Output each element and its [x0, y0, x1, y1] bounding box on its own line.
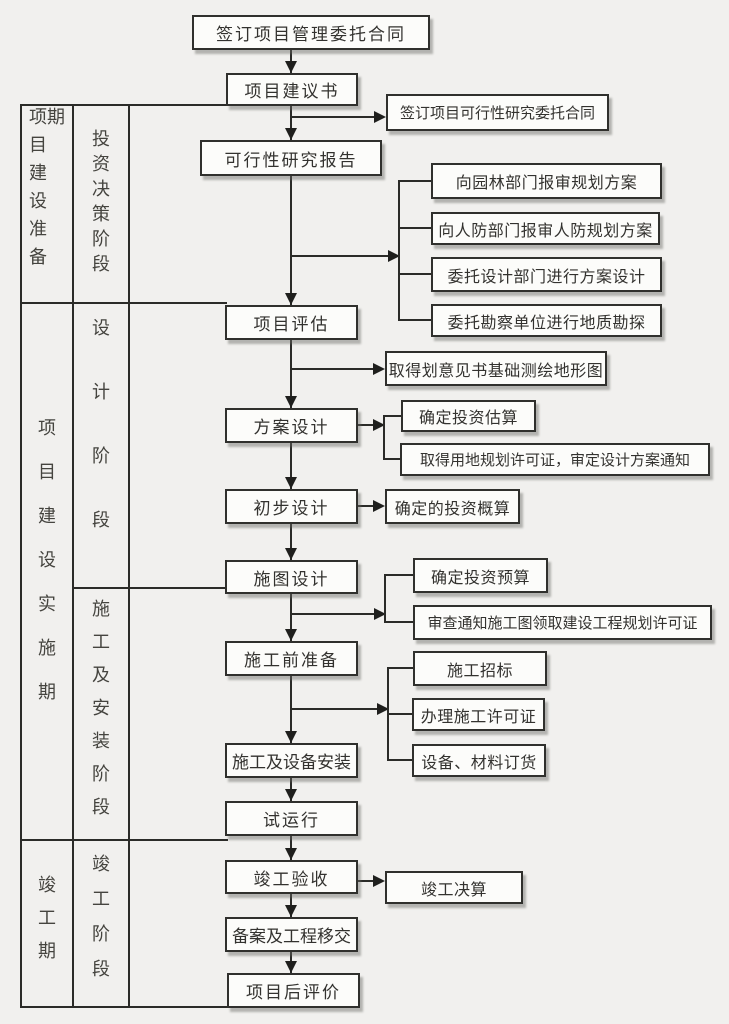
side-box-drawing-review-permit: 审查通知施工图领取建设工程规划许可证 [413, 605, 712, 640]
phase-label: 竣工期 [36, 874, 56, 974]
phase-label: 设计阶段 [90, 317, 110, 574]
arrow-down-icon [285, 848, 297, 860]
arrow-down-icon [285, 961, 297, 973]
side-box-report-civil-defense: 向人防部门报审人防规划方案 [431, 212, 660, 245]
phase-stage-design: 设计阶段 [74, 305, 126, 586]
table-border-line [20, 104, 228, 106]
side-box-investment-budget: 确定投资预算 [413, 558, 548, 593]
flow-step-post-project-evaluation: 项目后评价 [227, 973, 360, 1008]
phase-period-implementation: 项目建设实施期 [22, 305, 70, 838]
flow-step-filing-and-handover: 备案及工程移交 [225, 917, 358, 952]
table-border-line [20, 302, 227, 304]
connector-line [290, 176, 292, 305]
flow-step-construction-and-equipment-installation: 施工及设备安装 [225, 743, 358, 778]
side-box-final-accounts: 竣工决算 [385, 871, 523, 904]
connector-line [387, 667, 413, 669]
arrow-right-icon [373, 500, 385, 512]
connector-line [398, 273, 431, 275]
side-box-construction-permit: 办理施工许可证 [412, 698, 545, 731]
arrow-down-icon [285, 293, 297, 305]
phase-label: 项目建设准备期 [27, 107, 65, 275]
flow-step-pre-construction-preparation: 施工前准备 [225, 641, 358, 676]
phase-label: 施工及安装阶段 [90, 598, 110, 830]
table-border-line [72, 587, 228, 589]
connector-line [357, 880, 375, 882]
phase-stage-completion: 竣工阶段 [74, 842, 126, 1006]
arrow-down-icon [285, 128, 297, 140]
connector-line [290, 594, 292, 641]
arrow-down-icon [285, 731, 297, 743]
arrow-down-icon [285, 905, 297, 917]
connector-line [291, 613, 376, 615]
table-border-line [20, 105, 22, 1008]
flow-step-trial-run: 试运行 [225, 801, 358, 836]
table-border-line [128, 105, 130, 1008]
connector-line [383, 458, 402, 460]
flow-step-completion-acceptance: 竣工验收 [225, 860, 358, 894]
table-border-line [20, 1006, 227, 1008]
flow-step-scheme-design: 方案设计 [225, 408, 358, 443]
flow-step-project-evaluation: 项目评估 [225, 305, 358, 340]
side-box-investment-estimate: 确定投资估算 [401, 400, 536, 432]
phase-stage-construction-installation: 施工及安装阶段 [74, 590, 126, 838]
connector-line [398, 319, 431, 321]
connector-line [290, 106, 292, 140]
phase-label: 项目建设实施期 [36, 417, 56, 726]
phase-period-completion: 竣工期 [22, 842, 70, 1006]
arrow-right-icon [388, 250, 400, 262]
connector-line [387, 759, 413, 761]
connector-line [383, 415, 385, 460]
arrow-down-icon [285, 61, 297, 73]
phase-label: 竣工阶段 [90, 854, 110, 994]
table-border-line [20, 839, 228, 841]
connector-line [290, 340, 292, 408]
connector-line [383, 415, 402, 417]
arrow-right-icon [374, 111, 386, 123]
side-box-report-garden-dept: 向园林部门报审规划方案 [431, 163, 662, 199]
phase-period-preparation: 项目建设准备期 [22, 107, 70, 301]
flow-step-sign-management-contract: 签订项目管理委托合同 [192, 15, 430, 50]
connector-line [384, 574, 413, 576]
connector-line [398, 227, 431, 229]
side-box-investment-rough-budget: 确定的投资概算 [385, 489, 520, 524]
arrow-right-icon [373, 419, 385, 431]
flow-step-feasibility-study-report: 可行性研究报告 [200, 140, 382, 176]
arrow-down-icon [285, 396, 297, 408]
arrow-down-icon [285, 789, 297, 801]
connector-line [291, 255, 390, 257]
flow-step-project-proposal: 项目建议书 [226, 73, 358, 106]
side-box-land-planning-permit: 取得用地规划许可证，审定设计方案通知 [400, 443, 710, 476]
connector-line [290, 443, 292, 489]
connector-line [387, 713, 413, 715]
phase-label: 投资决策阶段 [90, 129, 110, 279]
flow-step-construction-drawing-design: 施图设计 [225, 560, 358, 594]
arrow-right-icon [374, 608, 386, 620]
arrow-down-icon [285, 548, 297, 560]
connector-line [398, 180, 400, 321]
side-box-construction-bidding: 施工招标 [413, 651, 547, 686]
side-box-entrust-survey-unit: 委托勘察单位进行地质勘探 [431, 304, 662, 337]
connector-line [291, 116, 376, 118]
connector-line [384, 621, 413, 623]
side-box-sign-feasibility-contract: 签订项目可行性研究委托合同 [386, 94, 609, 131]
connector-line [290, 524, 292, 560]
connector-line [357, 505, 375, 507]
connector-line [398, 180, 431, 182]
arrow-down-icon [285, 477, 297, 489]
connector-line [357, 424, 375, 426]
connector-line [291, 708, 379, 710]
arrow-right-icon [373, 875, 385, 887]
side-box-entrust-design-dept: 委托设计部门进行方案设计 [431, 257, 662, 292]
connector-line [291, 368, 375, 370]
side-box-equipment-material-ordering: 设备、材料订货 [412, 744, 546, 777]
arrow-right-icon [373, 363, 385, 375]
side-box-obtain-opinion-survey-map: 取得划意见书基础测绘地形图 [385, 351, 607, 386]
connector-line [384, 574, 386, 623]
table-border-line [72, 105, 74, 1008]
flow-step-preliminary-design: 初步设计 [225, 489, 358, 524]
phase-stage-investment-decision: 投资决策阶段 [74, 107, 126, 301]
arrow-down-icon [285, 629, 297, 641]
arrow-right-icon [377, 703, 389, 715]
